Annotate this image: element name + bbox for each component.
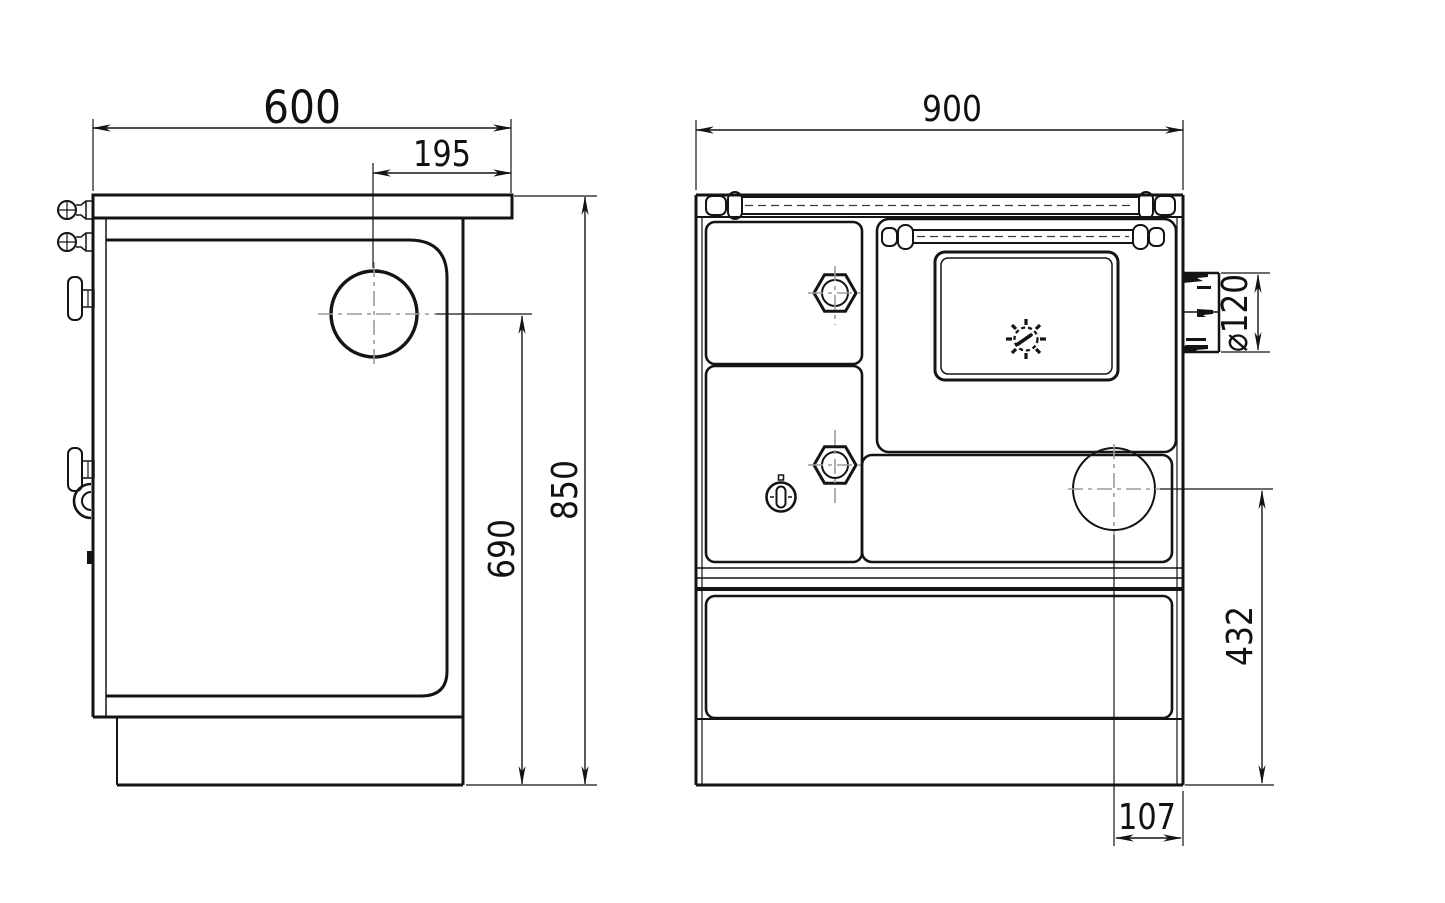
dim-label-diameter-120: ⌀120 xyxy=(1215,274,1256,352)
dim-front-width: 900 xyxy=(694,89,1185,190)
front-view: 900 ⌀120 432 107 xyxy=(694,89,1274,846)
oven-panel xyxy=(875,217,1178,454)
countertop-side xyxy=(91,193,514,220)
dim-circle-height: 432 xyxy=(1185,489,1274,786)
dim-flue-height: 690 xyxy=(482,314,526,786)
lower-front-panel xyxy=(860,453,1174,564)
thermometer-dial-icon xyxy=(1006,319,1046,359)
drawer-front xyxy=(704,594,1174,720)
side-view: 600 195 850 690 xyxy=(57,81,597,787)
towel-rail xyxy=(705,191,1176,220)
hex-knob-icon xyxy=(808,430,862,508)
firebox-door xyxy=(704,220,864,366)
dim-label-900: 900 xyxy=(922,89,982,130)
ash-door xyxy=(704,364,864,564)
dim-label-690: 690 xyxy=(482,519,523,579)
air-control-knob-icon xyxy=(765,474,797,513)
side-panel xyxy=(106,238,449,698)
oven-handle-rail xyxy=(881,224,1165,250)
dim-overall-height: 850 xyxy=(466,195,597,786)
ring-pull-icon xyxy=(72,482,92,520)
hex-knob-icon xyxy=(808,266,862,325)
dim-label-432: 432 xyxy=(1220,606,1261,666)
dim-label-600: 600 xyxy=(263,81,341,134)
hinge-pin-icon xyxy=(57,200,93,220)
wing-bolt-icon xyxy=(67,447,95,492)
wing-bolt-icon xyxy=(67,276,95,321)
dim-flue-diameter: ⌀120 xyxy=(1215,272,1270,353)
dim-flue-offset: 195 xyxy=(371,134,513,177)
dim-label-850: 850 xyxy=(545,460,586,520)
dim-label-195: 195 xyxy=(413,134,471,175)
dim-circle-offset: 107 xyxy=(1114,791,1184,846)
firebox-circle xyxy=(1072,447,1156,531)
dim-label-107: 107 xyxy=(1118,797,1176,838)
oven-window xyxy=(933,250,1120,382)
hinge-pin-icon xyxy=(57,232,94,252)
dim-side-width: 600 xyxy=(91,81,513,193)
oven-window-inner xyxy=(940,257,1113,375)
latch-mark xyxy=(87,551,94,564)
flue-outlet xyxy=(1183,271,1221,354)
